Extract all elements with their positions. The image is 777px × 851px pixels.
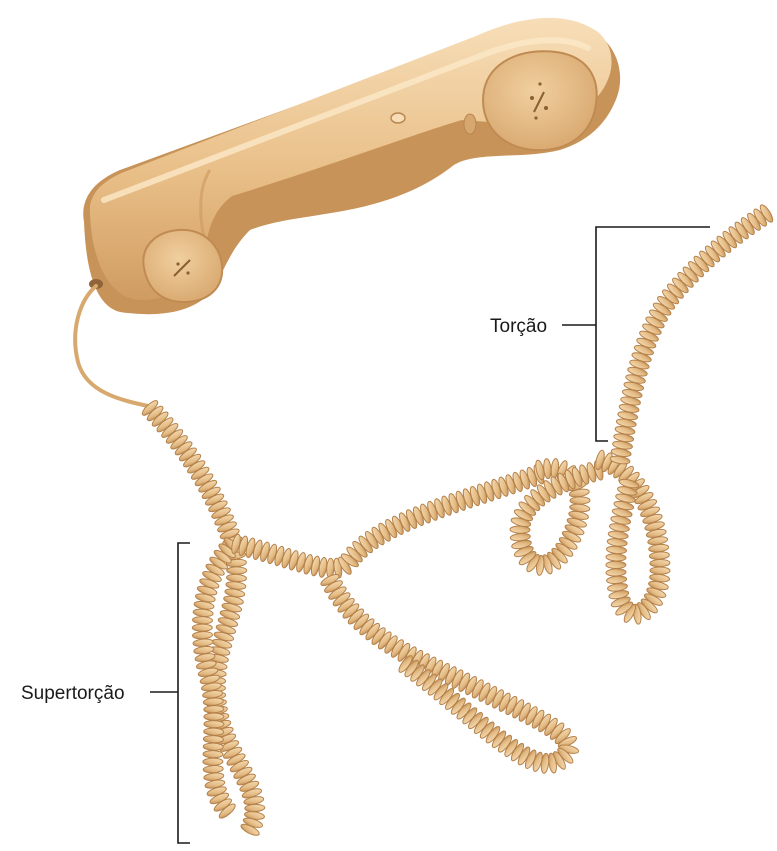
cord-coil-loop — [204, 705, 224, 713]
coiled-cord-icon — [140, 203, 775, 837]
cord-coil-loop — [192, 624, 212, 631]
cord-coil-loop — [606, 561, 626, 568]
cord-coil-loop — [193, 608, 214, 617]
twist-label: Torção — [490, 316, 547, 337]
cord-coil-loop — [570, 497, 590, 504]
cord-coil-loop — [606, 553, 626, 561]
cord-coil-loop — [203, 758, 223, 765]
cord-coil-loop — [245, 804, 265, 812]
cord-coil-loop — [606, 545, 627, 554]
supertwist-label: Supertorção — [21, 683, 125, 704]
cord-coil-loop — [192, 616, 212, 624]
cord-coil-loop — [650, 559, 670, 567]
twist-bracket: Torção — [490, 227, 710, 441]
cord-coil-loop — [650, 567, 670, 574]
cord-coil-loop — [226, 574, 246, 582]
cord-coil-loop — [606, 575, 627, 584]
supertwist-bracket: Supertorção — [21, 543, 190, 843]
telephone-handset-icon — [83, 18, 620, 314]
mouthpiece-cap — [143, 230, 222, 302]
cord-coil-loop — [204, 728, 224, 736]
cord-coil-loop — [606, 568, 626, 576]
cord-coil-loop — [203, 750, 223, 758]
cord-coil-loop — [193, 638, 214, 647]
cord-coil-loop — [192, 631, 212, 639]
cord-coil-loop — [203, 735, 223, 743]
cord-coil-loop — [203, 765, 223, 773]
cord-coil-loop — [204, 720, 224, 728]
cord-coil-loop — [203, 743, 223, 751]
cord-coil-loop — [204, 713, 224, 720]
cord-coil-loop — [649, 551, 669, 560]
cord-coil-loop — [227, 567, 247, 574]
